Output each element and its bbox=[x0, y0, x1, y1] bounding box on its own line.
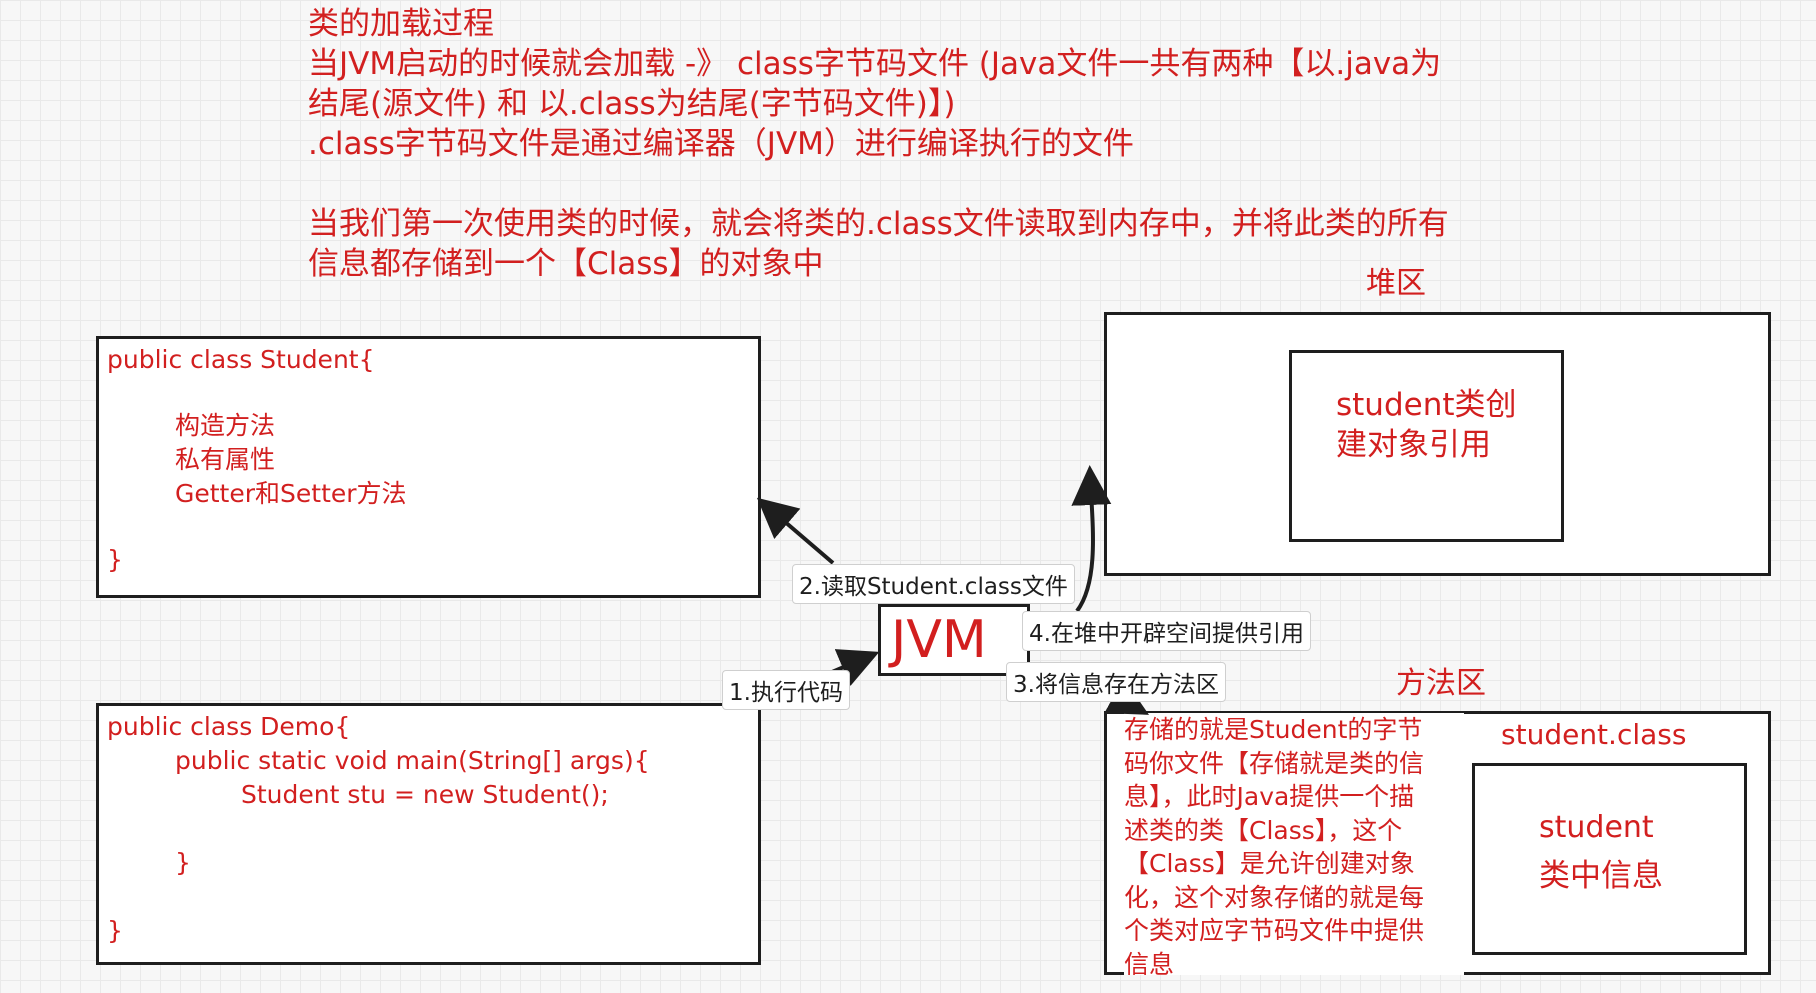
method-area-class-label: student.class bbox=[1501, 718, 1687, 751]
method-area-desc-line: 化，这个对象存储的就是每 bbox=[1124, 882, 1425, 912]
demo-statement: Student stu = new Student(); bbox=[241, 780, 609, 809]
step-3-label: 3.将信息存在方法区 bbox=[1006, 662, 1226, 702]
method-area-desc-line: 述类的类【Class】，这个 bbox=[1124, 815, 1403, 845]
method-area-desc-line: 息】，此时Java提供一个描 bbox=[1124, 782, 1415, 811]
intro-line-6: 信息都存储到一个【Class】的对象中 bbox=[308, 246, 824, 282]
student-item-accessors: Getter和Setter方法 bbox=[175, 479, 407, 508]
student-class-header: public class Student{ bbox=[107, 345, 375, 374]
method-area-class-info-line-2: 类中信息 bbox=[1539, 858, 1663, 894]
method-area-description: 存储的就是Student的字节 码你文件【存储就是类的信 息】，此时Java提供… bbox=[1124, 713, 1464, 975]
step-2-label: 2.读取Student.class文件 bbox=[792, 564, 1075, 604]
heap-title: 堆区 bbox=[1366, 266, 1426, 301]
method-area-desc-line: 存储的就是Student的字节 bbox=[1124, 715, 1423, 744]
method-area-desc-line: 信息 bbox=[1124, 949, 1175, 976]
student-item-fields: 私有属性 bbox=[175, 445, 276, 474]
demo-main-close: } bbox=[175, 848, 191, 877]
student-class-box: public class Student{ 构造方法 私有属性 Getter和S… bbox=[96, 336, 761, 598]
student-class-close: } bbox=[107, 545, 123, 574]
heap-object-ref-box: student类创 建对象引用 bbox=[1289, 350, 1564, 542]
intro-line-4: .class字节码文件是通过编译器（JVM）进行编译执行的文件 bbox=[308, 126, 1134, 162]
method-area-class-info-box: student 类中信息 bbox=[1472, 763, 1747, 955]
heap-object-ref-line-1: student类创 bbox=[1336, 387, 1517, 423]
method-area-title: 方法区 bbox=[1396, 666, 1486, 701]
demo-class-close: } bbox=[107, 916, 123, 945]
jvm-label: JVM bbox=[891, 610, 987, 670]
step-1-label: 1.执行代码 bbox=[722, 670, 850, 710]
heap-box: student类创 建对象引用 bbox=[1104, 312, 1771, 576]
demo-class-header: public class Demo{ bbox=[107, 712, 351, 741]
heap-object-ref-line-2: 建对象引用 bbox=[1336, 427, 1491, 463]
demo-class-box: public class Demo{ public static void ma… bbox=[96, 703, 761, 965]
arrow-read-class-file bbox=[756, 497, 835, 565]
student-item-constructor: 构造方法 bbox=[175, 411, 276, 440]
intro-line-2: 当JVM启动的时候就会加载 -》 class字节码文件 (Java文件一共有两种… bbox=[308, 46, 1442, 82]
arrow-allocate-heap bbox=[1071, 465, 1112, 613]
method-area-desc-line: 码你文件【存储就是类的信 bbox=[1124, 748, 1425, 778]
method-area-desc-line: 个类对应字节码文件中提供 bbox=[1124, 916, 1425, 945]
intro-line-3: 结尾(源文件) 和 以.class为结尾(字节码文件)】) bbox=[308, 86, 956, 122]
intro-title: 类的加载过程 bbox=[308, 6, 494, 42]
demo-main-signature: public static void main(String[] args){ bbox=[175, 746, 650, 775]
method-area-class-info-line-1: student bbox=[1539, 810, 1654, 845]
step-4-label: 4.在堆中开辟空间提供引用 bbox=[1022, 611, 1311, 651]
method-area-desc-line: 【Class】是允许创建对象 bbox=[1124, 849, 1415, 878]
intro-line-5: 当我们第一次使用类的时候，就会将类的.class文件读取到内存中，并将此类的所有 bbox=[308, 206, 1449, 242]
